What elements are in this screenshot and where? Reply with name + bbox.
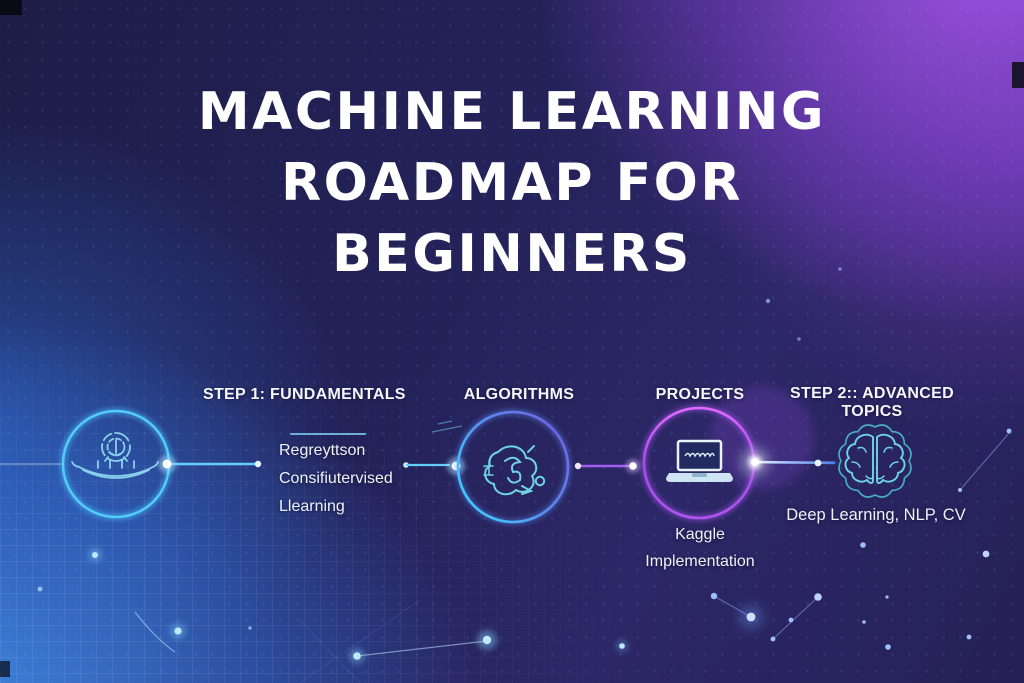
page-title: MACHINE LEARNING ROADMAP FOR BEGINNERS (0, 77, 1024, 290)
connector-1 (158, 455, 262, 473)
projects-desc-line-1: Kaggle (675, 526, 725, 543)
fundamentals-desc-line-1: Regreyttson (279, 442, 366, 459)
constellation-dots-left (37, 548, 628, 664)
advanced-topics-description: Deep Learning, NLP, CV (786, 506, 966, 524)
laptop-icon (666, 439, 733, 482)
rowboat-emblem-icon (71, 432, 159, 479)
constellation-dots-right (710, 267, 1012, 650)
step-circle-algorithms (454, 408, 572, 526)
constellation-lines-left (134, 611, 488, 657)
edge-artifact-bottom-left (0, 661, 10, 677)
title-line-3: BEGINNERS (332, 223, 692, 284)
fundamentals-desc-line-2: Consifiutervised (279, 470, 393, 487)
step-circle-projects (640, 404, 758, 522)
projects-desc-line-2: Implementation (645, 553, 755, 570)
title-line-1: MACHINE LEARNING (197, 81, 827, 142)
step-label-projects: PROJECTS (655, 386, 745, 403)
step-circle-fundamentals (59, 407, 173, 521)
step-label-algorithms: ALGORITHMS (463, 386, 575, 403)
fundamentals-description: Regreyttson Consifiutervised Llearning (279, 437, 393, 521)
brain-icon (844, 433, 906, 484)
algorithm-doodle-icon (483, 445, 546, 496)
corner-artifact-top-left (0, 0, 22, 15)
step-label-fundamentals: STEP 1: FUNDAMENTALS (203, 386, 406, 403)
connector-2 (403, 457, 465, 475)
title-line-2: ROADMAP FOR (281, 152, 743, 213)
streak-marks (431, 420, 463, 433)
connector-3 (574, 459, 640, 473)
edge-artifact-right (1012, 62, 1024, 88)
step-circle-advanced (838, 424, 912, 498)
description-divider-line (290, 433, 366, 435)
connector-4 (740, 447, 836, 477)
fundamentals-desc-line-3: Llearning (279, 498, 345, 515)
step-label-advanced-topics: STEP 2:: ADVANCED TOPICS (790, 385, 954, 420)
projects-description: Kaggle Implementation (620, 521, 780, 575)
faint-diagonals (299, 599, 421, 683)
